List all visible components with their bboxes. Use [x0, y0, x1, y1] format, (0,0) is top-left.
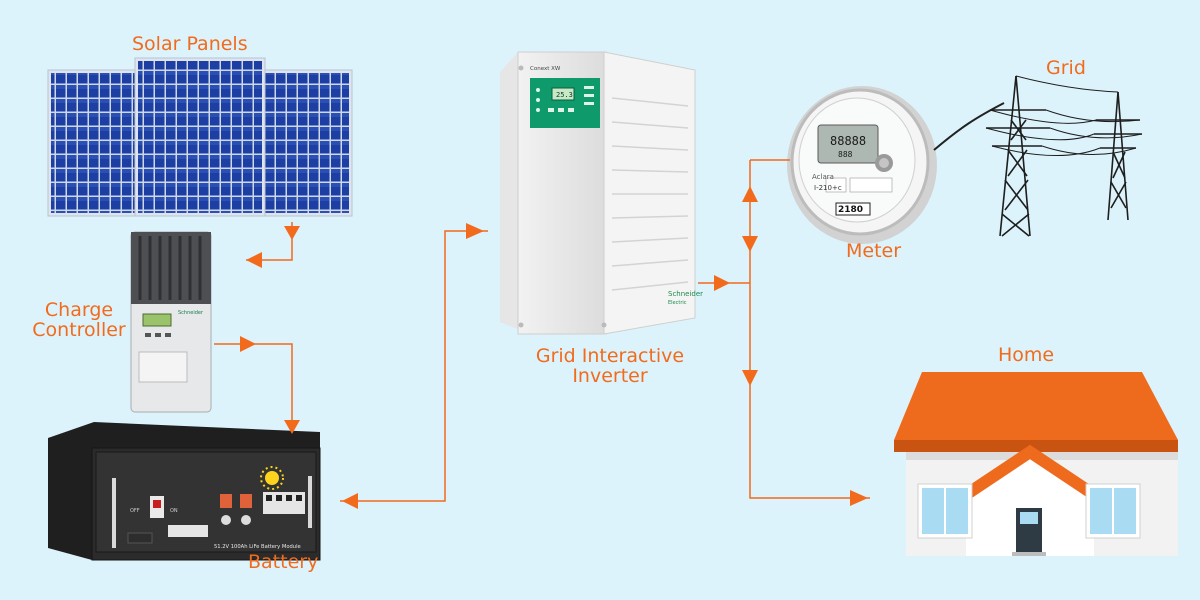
arrow-up-to-meter	[742, 186, 758, 202]
arrow-to-home	[850, 490, 868, 506]
battery	[48, 422, 321, 561]
solar-panel-center	[134, 57, 266, 217]
meter-model-text: I-210+c	[814, 184, 842, 192]
grid-interactive-inverter	[500, 51, 696, 335]
battery-off-text: OFF	[130, 508, 140, 514]
arrow-inverter-out	[714, 275, 730, 291]
solar-panel-right	[255, 69, 353, 217]
meter-grid-cable	[933, 102, 1005, 151]
meter-digits-small-text: 888	[838, 150, 853, 159]
grid-label: Grid	[1046, 57, 1086, 79]
grid-transmission-towers	[985, 75, 1143, 237]
arrow-controller-right	[240, 336, 256, 352]
charge-controller-label-line2: Controller	[32, 319, 126, 341]
inverter-label-line1: Grid Interactive	[535, 345, 685, 367]
electric-meter	[787, 86, 1005, 244]
meter-lcd	[817, 124, 879, 164]
meter-reading-text: 2180	[838, 205, 863, 215]
battery-on-text: ON	[170, 508, 178, 514]
arrow-to-battery	[284, 420, 300, 434]
arrow-down-to-home	[742, 370, 758, 386]
power-lines	[985, 75, 1143, 157]
schneider-logo-text: Schneider	[668, 290, 703, 298]
schneider-sub-text: Electric	[668, 300, 687, 306]
line-battery-to-inverter	[340, 230, 488, 502]
inverter-brand-text: Conext XW	[530, 66, 561, 72]
arrow-down-from-meter	[742, 236, 758, 252]
inverter-display-text: 25.3	[556, 91, 573, 99]
meter-label: Meter	[846, 240, 902, 262]
battery-logo	[260, 466, 284, 490]
home-label: Home	[998, 344, 1055, 366]
charge-controller	[130, 231, 212, 413]
tower-small	[1094, 91, 1142, 221]
line-controller-to-battery	[214, 343, 293, 432]
home-roof	[894, 372, 1178, 440]
solar-panels	[47, 57, 353, 217]
arrow-panels-down	[284, 226, 300, 240]
arrow-battery-left	[342, 493, 358, 509]
arrowheads	[240, 186, 868, 509]
battery-terminals	[220, 494, 252, 525]
home-gable-trim	[954, 444, 1106, 505]
meter-digits-text: 88888	[830, 134, 866, 148]
arrow-to-inverter	[466, 223, 484, 239]
controller-brand-text: Schneider	[178, 310, 204, 316]
home	[894, 372, 1178, 556]
solar-panels-label: Solar Panels	[132, 33, 248, 55]
battery-label: Battery	[248, 551, 319, 573]
line-bus-vertical	[749, 160, 870, 499]
inverter-display	[551, 87, 575, 101]
arrow-to-controller	[246, 252, 262, 268]
controller-display	[142, 313, 172, 327]
meter-brand-text: Aclara	[812, 173, 834, 181]
charge-controller-label-line1: Charge	[44, 299, 114, 321]
solar-panel-left	[47, 69, 145, 217]
inverter-label-line2: Inverter	[572, 365, 648, 387]
tower-large	[986, 75, 1050, 237]
battery-ports	[127, 492, 305, 544]
battery-module-text: 51.2V 100Ah LiFe Battery Module	[214, 544, 301, 550]
